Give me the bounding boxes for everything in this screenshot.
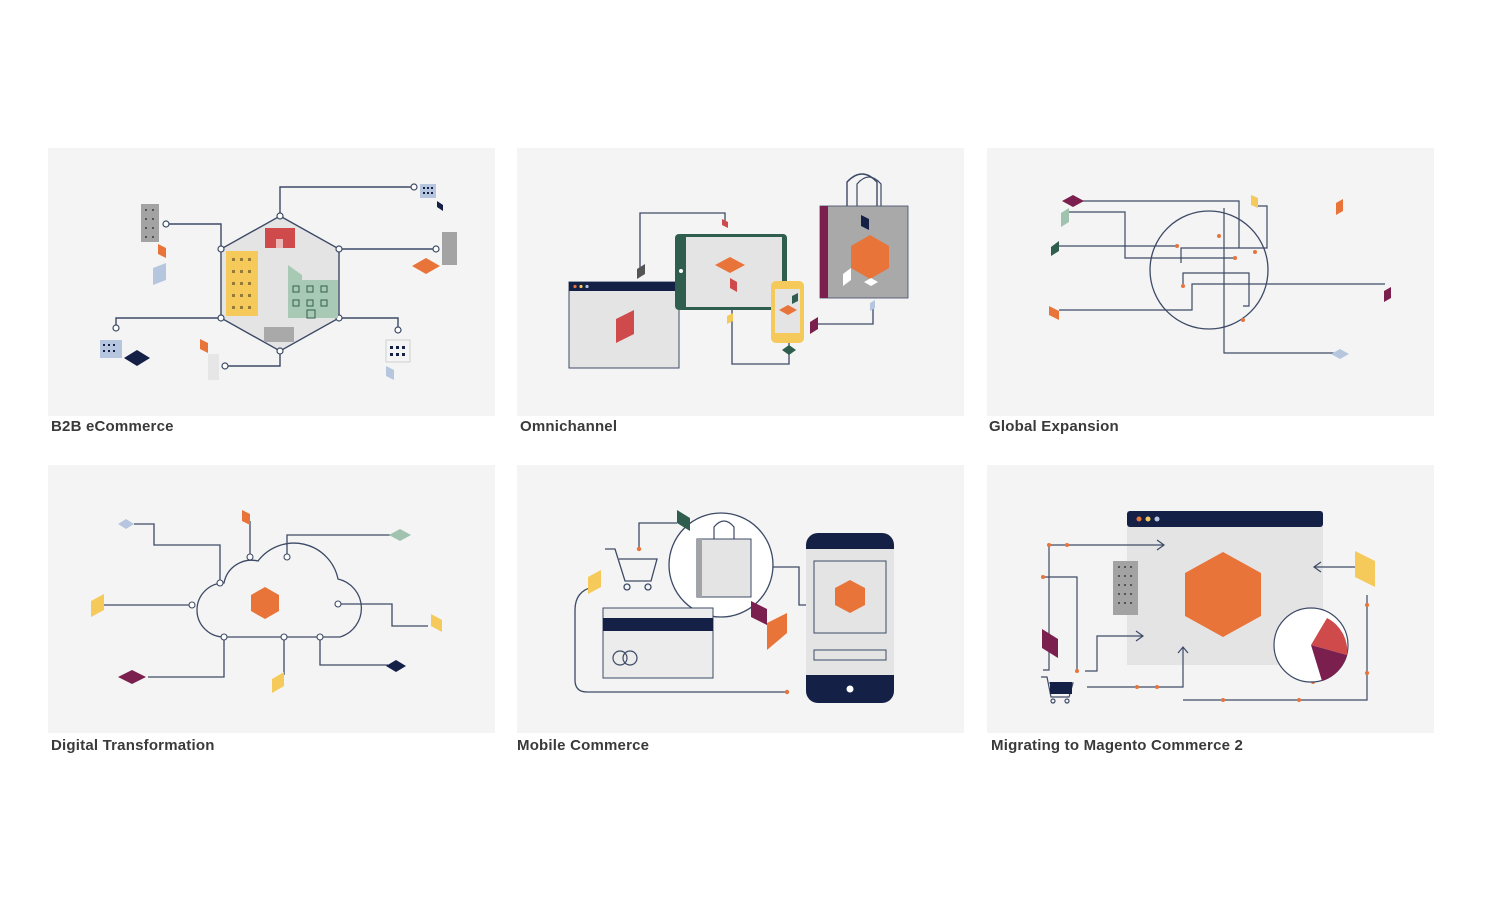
card-title[interactable]: Omnichannel xyxy=(520,418,618,435)
card-omnichannel[interactable]: Omnichannel xyxy=(517,148,964,436)
migration-illustration[interactable] xyxy=(987,465,1434,733)
card-b2b-ecommerce[interactable]: B2B eCommerce xyxy=(48,148,495,436)
card-title[interactable]: B2B eCommerce xyxy=(51,418,174,435)
card-title[interactable]: Digital Transformation xyxy=(51,737,215,754)
mobile-commerce-icon xyxy=(574,510,894,703)
card-digital-transformation[interactable]: Digital Transformation xyxy=(48,465,495,755)
devices-icon xyxy=(568,173,909,369)
cloud-icon xyxy=(91,510,442,693)
migration-icon xyxy=(1041,511,1375,704)
card-title[interactable]: Mobile Commerce xyxy=(517,737,650,754)
card-migrating-magento[interactable]: Migrating to Magento Commerce 2 xyxy=(987,465,1434,755)
omnichannel-illustration[interactable] xyxy=(517,148,964,416)
card-title[interactable]: Migrating to Magento Commerce 2 xyxy=(991,737,1244,754)
b2b-illustration[interactable] xyxy=(48,148,495,416)
digital-transformation-illustration[interactable] xyxy=(48,465,495,733)
card-title[interactable]: Global Expansion xyxy=(989,418,1119,435)
mobile-commerce-illustration[interactable] xyxy=(517,465,964,733)
card-mobile-commerce[interactable]: Mobile Commerce xyxy=(517,465,964,755)
hexagon-hub-icon xyxy=(100,183,457,380)
globe-icon xyxy=(1049,195,1391,359)
global-expansion-illustration[interactable] xyxy=(987,148,1434,416)
card-global-expansion[interactable]: Global Expansion xyxy=(987,148,1434,436)
